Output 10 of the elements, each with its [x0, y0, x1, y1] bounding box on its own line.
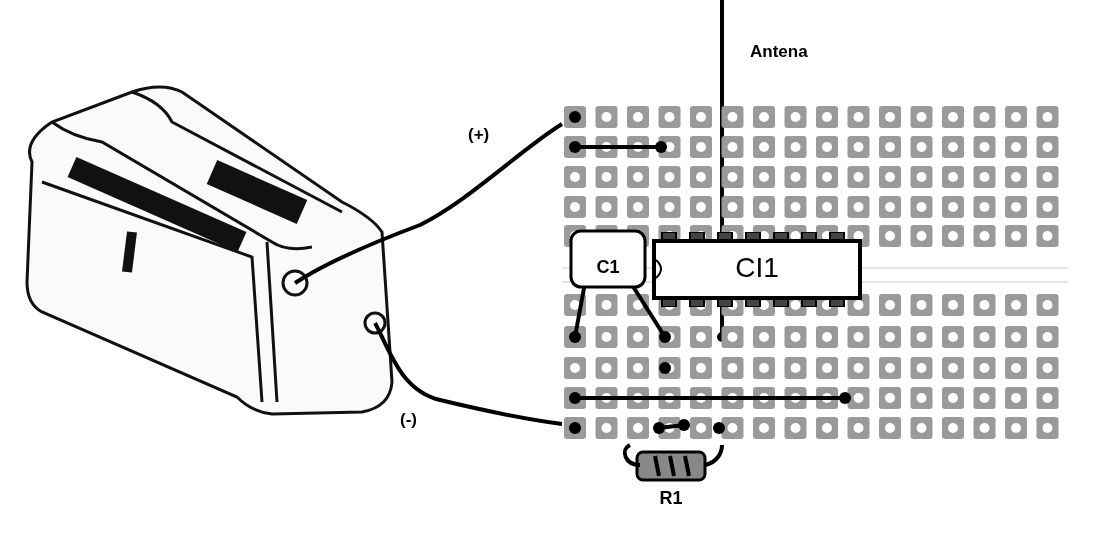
- positive-terminal-label: (+): [468, 125, 490, 145]
- antenna-label: Antena: [750, 42, 808, 62]
- wire: [293, 122, 564, 285]
- capacitor-label: C1: [596, 257, 620, 277]
- wire: [373, 322, 563, 426]
- negative-terminal-label: (-): [400, 410, 417, 430]
- chip-label: CI1: [735, 252, 779, 283]
- wire: [622, 443, 641, 467]
- resistor-label: R1: [659, 488, 683, 508]
- wire: [704, 444, 724, 467]
